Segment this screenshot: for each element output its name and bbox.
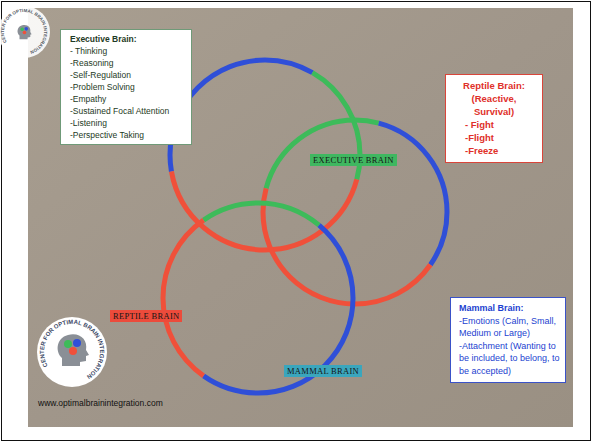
box-text: -Freeze: [451, 144, 537, 157]
box-heading: EXECUTIVE BRAIN: [313, 155, 394, 165]
logo-bottom-left: CENTER FOR OPTIMAL BRAIN INTEGRATION: [37, 317, 107, 387]
ring-tag: REPTILE BRAIN: [110, 310, 182, 322]
logo-text: CENTER FOR OPTIMAL BRAIN INTEGRATION: [0, 8, 48, 55]
box-heading: REPTILE BRAIN: [113, 311, 179, 321]
box-text: -Self-Regulation: [70, 69, 185, 81]
box-text: -Reasoning: [70, 57, 185, 69]
carpet-background: [28, 8, 573, 427]
box-text: -Perspective Taking: [70, 129, 185, 141]
logo-text: CENTER FOR OPTIMAL BRAIN INTEGRATION: [39, 319, 105, 380]
ring-tag: MAMMAL BRAIN: [284, 365, 362, 377]
info-box: Executive Brain:- Thinking-Reasoning-Sel…: [60, 29, 192, 145]
box-text: -Listening: [70, 117, 185, 129]
box-text: - Thinking: [70, 45, 185, 57]
ring-tag: EXECUTIVE BRAIN: [310, 154, 397, 166]
logo-text: CENTER FOR OPTIMAL BRAIN INTEGRATION: [39, 319, 105, 380]
box-text: -Empathy: [70, 93, 185, 105]
box-text: - Fight: [451, 118, 537, 131]
box-text: -Problem Solving: [70, 81, 185, 93]
logo-text: CENTER FOR OPTIMAL BRAIN INTEGRATION: [0, 8, 48, 55]
info-box: Mammal Brain:-Emotions (Calm, Small, Med…: [450, 297, 566, 383]
box-heading: Executive Brain:: [70, 33, 185, 45]
ring-right: [263, 120, 447, 304]
website-label: www.optimalbrainintegration.com: [38, 398, 163, 408]
box-text: -Flight: [451, 131, 537, 144]
box-text: -Attachment (Wanting to be included, to …: [459, 340, 560, 378]
box-text: (Reactive, Survival): [451, 92, 537, 118]
info-box: Reptile Brain:(Reactive, Survival)- Figh…: [445, 74, 543, 163]
box-text: -Sustained Focal Attention: [70, 105, 185, 117]
box-heading: MAMMAL BRAIN: [287, 366, 359, 376]
box-heading: Mammal Brain:: [459, 302, 560, 315]
logo-top-left: CENTER FOR OPTIMAL BRAIN INTEGRATION: [0, 6, 50, 58]
box-text: -Emotions (Calm, Small, Medium or Large): [459, 315, 560, 340]
box-heading: Reptile Brain:: [451, 79, 537, 92]
